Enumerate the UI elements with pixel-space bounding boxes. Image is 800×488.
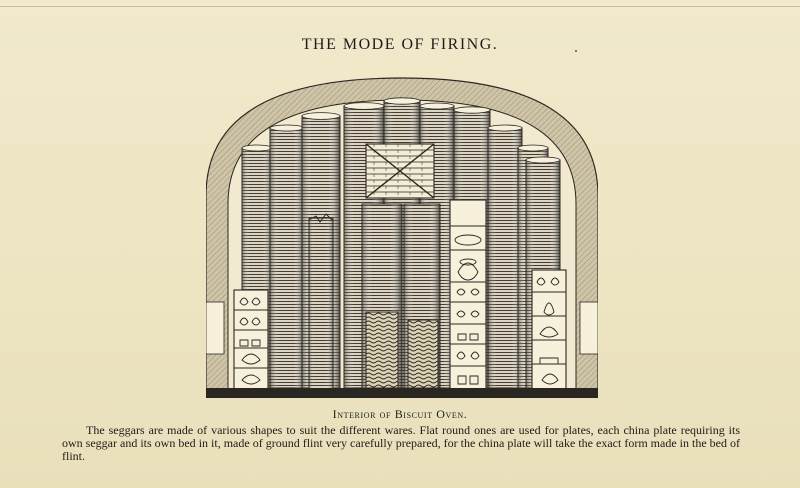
body-paragraph: The seggars are made of various shapes t… <box>62 423 740 464</box>
left-door-block <box>206 301 225 355</box>
oven-floor <box>206 388 598 398</box>
paragraph-text: The seggars are made of various shapes t… <box>62 423 740 464</box>
page-title: THE MODE OF FIRING. <box>301 36 499 53</box>
figure-caption: Interior of Biscuit Oven. <box>332 407 468 421</box>
oven-illustration <box>206 77 598 398</box>
page-edge-rule <box>0 6 800 7</box>
right-door-block <box>579 301 598 355</box>
ink-speck <box>575 50 577 52</box>
seggar-stacks <box>206 97 598 398</box>
